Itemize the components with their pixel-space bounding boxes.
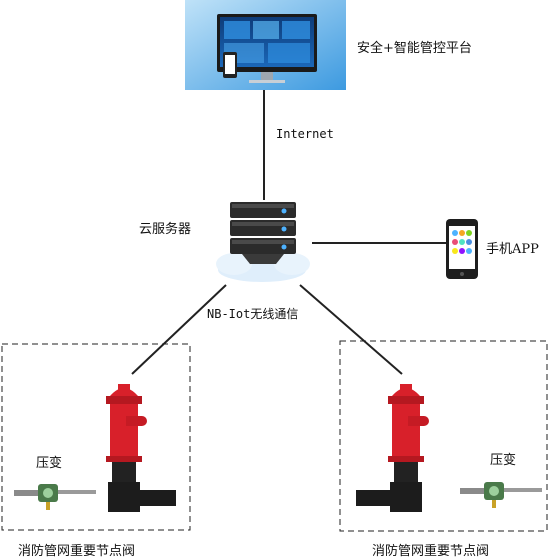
right-node-connection-line [299,284,403,375]
right-node-caption: 消防管网重要节点阀 [372,544,490,559]
internet-label: Internet [276,127,334,141]
server-icon [216,202,310,282]
right-node-box [339,340,548,532]
wireless-label: NB-Iot无线通信 [207,307,299,321]
phone-icon [446,219,478,279]
mobile-phone [446,219,478,279]
mobile-app-label: 手机APP [486,242,539,257]
hydrant-icon [356,384,429,512]
cloud-server-label: 云服务器 [139,222,192,237]
platform-label: 安全+智能管控平台 [357,41,472,56]
left-hydrant [96,376,176,526]
right-hydrant [356,376,446,526]
monitor-icon [185,0,346,90]
left-sensor-label: 压变 [36,456,63,471]
left-node-connection-line [131,284,227,375]
pressure-sensor-icon [14,484,96,510]
hydrant-icon [106,384,176,512]
left-pressure-sensor [14,480,96,510]
right-pressure-sensor [460,478,542,508]
platform-monitor [185,0,346,90]
left-node-box [1,343,191,531]
pressure-sensor-icon [460,482,542,508]
left-node-caption: 消防管网重要节点阀 [18,544,136,559]
right-sensor-label: 压变 [490,453,517,468]
cloud-server [212,198,312,286]
